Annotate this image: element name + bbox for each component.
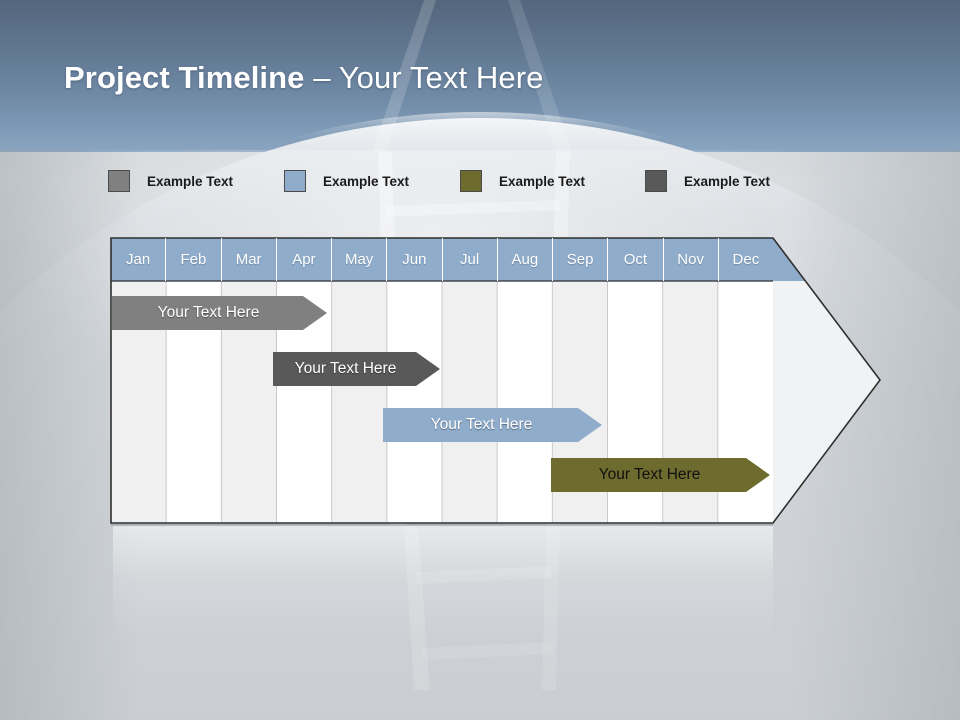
task-bar-1[interactable]: Your Text Here [112,296,327,330]
timeline-column [442,281,498,523]
task-bar-label: Your Text Here [294,360,397,377]
month-cell-aug[interactable]: Aug [498,238,553,281]
legend-label: Example Text [147,173,234,189]
timeline-column [497,281,553,523]
timeline-column [331,281,387,523]
month-cell-feb[interactable]: Feb [166,238,222,281]
task-bar-label: Your Text Here [430,416,533,433]
legend-item-3[interactable]: Example Text [460,166,585,196]
legend-swatch-icon [108,170,130,192]
month-cell-jun[interactable]: Jun [387,238,443,281]
title-bold: Project Timeline [64,60,305,95]
month-cell-jul[interactable]: Jul [443,238,498,281]
task-bar-label: Your Text Here [598,466,701,483]
task-bar-label: Your Text Here [157,304,260,321]
month-cell-nov[interactable]: Nov [664,238,719,281]
legend-swatch-icon [460,170,482,192]
month-cell-jan[interactable]: Jan [111,238,167,281]
legend-swatch-icon [645,170,667,192]
legend-item-1[interactable]: Example Text [108,166,233,196]
task-bar-2[interactable]: Your Text Here [273,352,440,386]
legend-label: Example Text [323,173,410,189]
legend-label: Example Text [684,173,771,189]
board-arrowhead [773,238,880,523]
month-cell-dec[interactable]: Dec [732,251,760,268]
month-cell-may[interactable]: May [332,238,388,281]
month-cell-apr[interactable]: Apr [277,238,332,281]
month-cell-mar[interactable]: Mar [222,238,277,281]
legend-item-2[interactable]: Example Text [284,166,409,196]
task-bar-3[interactable]: Your Text Here [383,408,602,442]
timeline-column [386,281,442,523]
legend-swatch-icon [284,170,306,192]
title-rest: – Your Text Here [304,60,544,95]
legend: Example Text Example Text Example Text E… [108,166,808,196]
legend-item-4[interactable]: Example Text [645,166,770,196]
task-bar-4[interactable]: Your Text Here [551,458,770,492]
month-cell-sep[interactable]: Sep [553,238,609,281]
slide-title: Project Timeline – Your Text Here [64,60,543,96]
board-reflection-edge [111,524,773,527]
legend-label: Example Text [499,173,586,189]
month-cell-oct[interactable]: Oct [608,238,664,281]
